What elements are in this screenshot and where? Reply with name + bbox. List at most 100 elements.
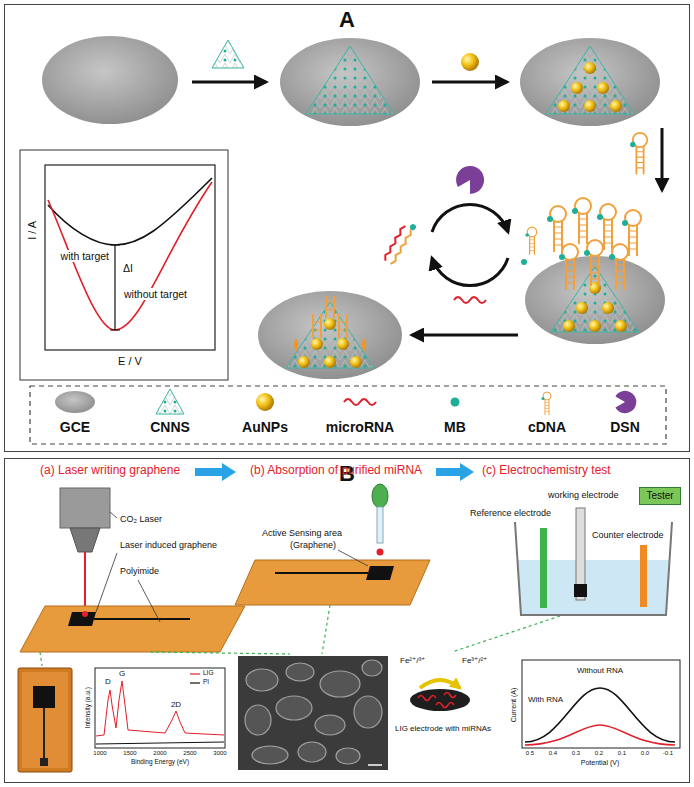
gold-nanoparticle	[610, 100, 622, 112]
legend-label: AuNPs	[242, 419, 288, 435]
text-holder: Reference electrode	[470, 508, 551, 518]
gce-electrode	[280, 38, 420, 126]
green-dashed-link	[322, 605, 330, 654]
hairpin-probe	[630, 133, 647, 174]
text-holder: working electrode	[548, 490, 619, 500]
tick-label: 0.5	[526, 750, 534, 757]
legend-box	[615, 391, 636, 413]
dpv-plot	[525, 725, 675, 745]
instrument-label: Tester	[646, 490, 674, 502]
step-arrow	[412, 334, 518, 337]
flow-arrow	[195, 463, 474, 481]
text-holder: Without RNA	[577, 666, 623, 675]
cleaved-probe	[313, 296, 347, 338]
part-label: Counter electrode	[592, 530, 664, 540]
text-holder: 3000	[213, 750, 226, 757]
gold-nanoparticle	[584, 62, 596, 74]
text-holder: 0.5	[526, 750, 534, 757]
sem-image	[298, 742, 326, 762]
hairpin-probe	[521, 133, 647, 290]
text-holder: Polyimide	[120, 566, 159, 576]
text-holder: (a) Laser writing graphene	[40, 464, 180, 478]
gold-nanoparticle	[615, 320, 627, 332]
leader-line	[96, 553, 117, 612]
sem-image	[252, 746, 288, 764]
raman-plot	[95, 668, 225, 748]
legend-label: CNNS	[150, 419, 190, 435]
text-holder: ΔI	[123, 262, 133, 274]
beaker-cell	[540, 528, 547, 608]
device-photo	[22, 672, 68, 768]
hairpin-probe	[572, 198, 591, 244]
panel-letter: A	[12, 7, 682, 32]
cleaved-probe	[294, 296, 366, 352]
part-label: (Graphene)	[290, 540, 336, 550]
gold-nanoparticle	[461, 53, 479, 71]
sem-image	[245, 660, 382, 764]
dsn-enzyme	[452, 161, 489, 198]
duplex-strand	[383, 225, 406, 261]
text-holder: 2000	[153, 750, 166, 757]
gold-nanoparticle	[584, 100, 596, 112]
co2-laser	[60, 488, 110, 528]
hairpin-probe	[521, 259, 527, 265]
curve-label: without target	[123, 288, 188, 300]
text-holder: 0.4	[549, 750, 557, 757]
hairpin-probe	[622, 210, 641, 256]
flow-arrow	[436, 463, 474, 481]
microrna-strand	[454, 297, 486, 303]
text-holder: -0.1	[663, 750, 673, 757]
axis-label: Potential (V)	[581, 759, 620, 767]
text-holder: PI	[203, 678, 209, 685]
text-holder: with target	[60, 250, 110, 262]
cleaved-probe	[313, 302, 347, 330]
text-holder: without target	[123, 288, 188, 300]
part-label: Reference electrode	[470, 508, 551, 518]
polyimide-sheet	[235, 560, 430, 605]
tick-label: 0.2	[595, 750, 603, 757]
polyimide-sheet	[366, 566, 394, 580]
peak-label: D	[105, 677, 111, 686]
text-holder: GCE	[60, 419, 90, 435]
text-holder: 1500	[123, 750, 136, 757]
polyimide-sheet	[20, 606, 245, 652]
gold-nanoparticle	[576, 302, 588, 314]
cycle-arrow	[432, 204, 508, 232]
leader-line	[138, 580, 160, 622]
text-holder: DSN	[610, 419, 640, 435]
text-holder: With RNA	[527, 695, 564, 704]
step-arrow	[661, 128, 664, 190]
polyimide-sheet	[82, 611, 88, 617]
leader-line	[338, 550, 368, 566]
axis-label: I / A	[26, 221, 39, 240]
dpv-plot	[525, 688, 675, 742]
lig-electrode-icon	[420, 680, 460, 688]
text-holder: Laser induced graphene	[120, 540, 217, 550]
peak-label: G	[119, 669, 125, 678]
legend-box	[542, 392, 552, 415]
tick-label: 0.0	[641, 750, 649, 757]
sem-image	[368, 764, 382, 766]
beaker-cell	[515, 508, 672, 615]
legend-label: DSN	[610, 419, 640, 435]
legend-box	[30, 386, 666, 444]
beaker-cell	[574, 584, 587, 597]
cycle-arrow	[432, 258, 508, 286]
voltammogram	[110, 245, 120, 330]
gce-electrode	[520, 38, 660, 126]
step-arrow	[432, 81, 507, 84]
duplex-strand	[409, 223, 417, 231]
gce-electrode	[258, 291, 402, 379]
text-holder: D	[105, 677, 111, 686]
tick-label: 0.4	[549, 750, 557, 757]
voltammogram	[48, 182, 212, 330]
tick-label: 0.3	[572, 750, 580, 757]
text-holder: Counter electrode	[592, 530, 664, 540]
green-dashed-link	[452, 616, 560, 652]
text-holder: MB	[444, 419, 466, 435]
dropper	[372, 484, 388, 556]
step-arrow	[192, 82, 662, 335]
legend-box	[344, 399, 376, 405]
figure-panel: A	[4, 4, 690, 452]
